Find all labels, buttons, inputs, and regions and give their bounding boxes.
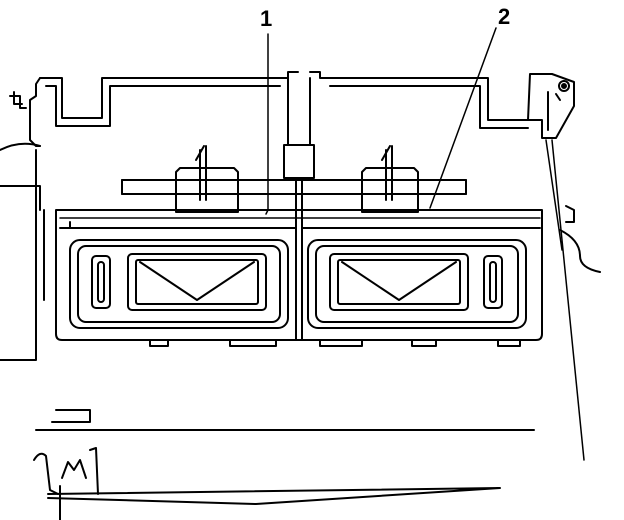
center-divider bbox=[295, 177, 303, 341]
callout-label-1: 1 bbox=[260, 6, 272, 31]
leader-line-1 bbox=[265, 33, 269, 215]
right-clip bbox=[361, 145, 419, 213]
mounting-rail bbox=[121, 179, 467, 195]
callout-label-2: 2 bbox=[498, 4, 510, 29]
callout-leaders bbox=[265, 27, 497, 215]
panel-body bbox=[55, 209, 543, 347]
center-post bbox=[283, 77, 315, 179]
right-bracket bbox=[527, 73, 601, 461]
left-clip bbox=[169, 145, 245, 213]
left-vent-outlet bbox=[69, 239, 289, 329]
housing-frame bbox=[0, 71, 531, 361]
right-vent-outlet bbox=[307, 239, 527, 329]
lower-trim bbox=[33, 409, 535, 520]
leader-line-2 bbox=[429, 27, 497, 209]
